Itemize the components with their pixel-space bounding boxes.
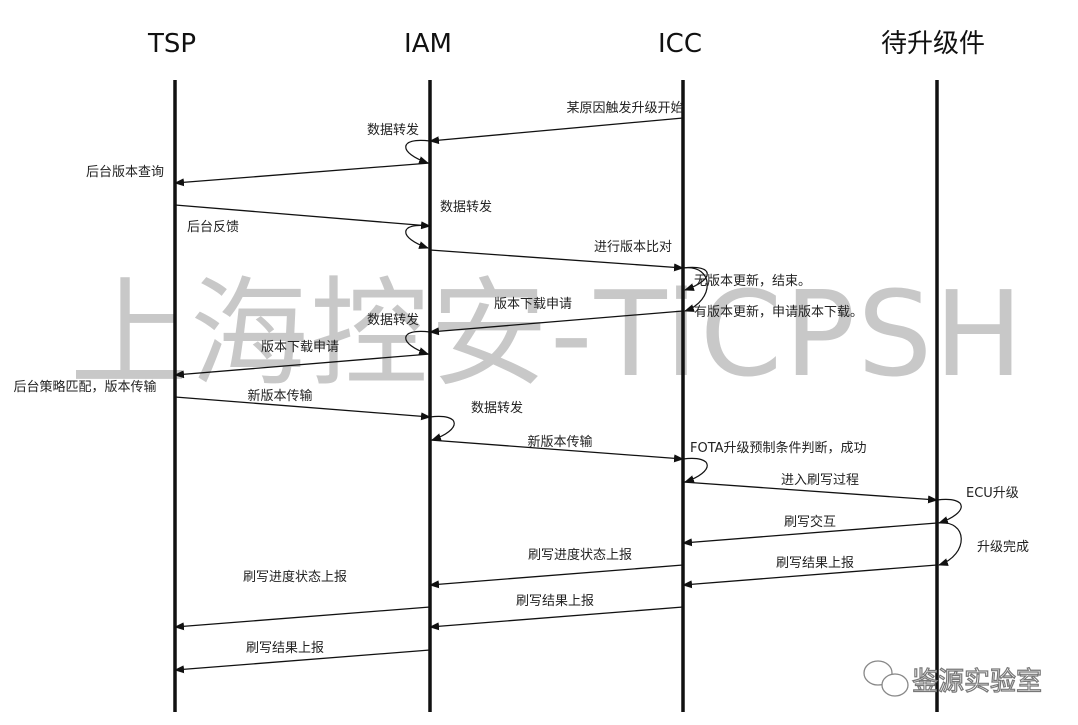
message-arrow — [174, 396, 431, 421]
message-label: 后台反馈 — [187, 220, 239, 235]
message-arrow: 进入刷写过程 — [682, 473, 938, 504]
message-label: 进入刷写过程 — [781, 473, 859, 488]
self-loop-arrow — [429, 415, 455, 441]
message-self: 升级完成 — [936, 522, 1029, 566]
message-label: 版本下载申请 — [261, 340, 339, 355]
actor-label: 待升级件 — [881, 29, 985, 59]
message-arrow: 后台版本查询 — [86, 162, 431, 187]
message-arrow: 新版本传输 — [429, 434, 684, 463]
message-arrow: 刷写结果上报 — [682, 556, 938, 589]
message-label: 刷写进度状态上报 — [243, 569, 347, 585]
message-self: 数据转发 — [405, 199, 492, 249]
message-arrow — [429, 564, 684, 589]
message-label: 某原因触发升级开始 — [566, 100, 683, 116]
message-label: 刷写交互 — [784, 514, 836, 530]
logo: 鉴源实验室 — [863, 660, 1043, 698]
message-arrow: 版本下载申请 — [174, 340, 431, 379]
message-label: 新版本传输 — [527, 434, 592, 450]
message-label: 后台策略匹配，版本传输 — [13, 379, 156, 395]
message-label: 数据转发 — [367, 122, 419, 138]
self-loop-arrow — [682, 457, 708, 483]
message-label: 数据转发 — [440, 199, 492, 215]
message-label: 刷写结果上报 — [246, 641, 324, 656]
message-arrow — [429, 439, 684, 463]
message-self: 数据转发 — [367, 122, 431, 164]
message-arrow: 刷写进度状态上报 — [174, 569, 431, 631]
logo-text: 鉴源实验室 — [912, 667, 1042, 697]
message-label: 有版本更新，申请版本下载。 — [694, 304, 863, 320]
message-label: 新版本传输 — [247, 388, 312, 404]
message-label: 刷写进度状态上报 — [528, 547, 632, 563]
message-arrow — [174, 162, 431, 187]
message-arrow: 新版本传输 — [174, 388, 431, 421]
self-loop-arrow — [682, 267, 708, 312]
message-self: 数据转发 — [367, 312, 431, 355]
message-arrow: 刷写交互 — [682, 514, 938, 547]
message-label: FOTA升级预制条件判断，成功 — [690, 440, 867, 456]
self-loop-arrow — [405, 139, 431, 164]
message-arrow — [682, 481, 938, 504]
message-arrow — [174, 606, 431, 631]
message-arrow — [682, 522, 938, 547]
self-loop-arrow — [405, 224, 431, 249]
message-label: ECU升级 — [966, 486, 1019, 501]
message-self: ECU升级 — [936, 486, 1019, 524]
message-arrow — [174, 204, 431, 230]
message-note: 后台策略匹配，版本传输 — [13, 379, 156, 395]
message-arrow: 刷写结果上报 — [429, 594, 684, 631]
message-arrow — [429, 249, 684, 272]
message-self: 有版本更新，申请版本下载。 — [682, 267, 863, 320]
message-arrow — [174, 353, 431, 379]
message-arrow: 进行版本比对 — [429, 240, 684, 272]
message-arrow — [429, 117, 684, 145]
message-arrow: 刷写结果上报 — [174, 641, 431, 674]
message-arrow: 版本下载申请 — [429, 297, 684, 336]
message-arrow — [682, 564, 938, 589]
message-label: 刷写结果上报 — [516, 594, 594, 609]
self-loop-arrow — [936, 522, 962, 566]
message-arrow — [429, 606, 684, 631]
message-label: 数据转发 — [471, 400, 523, 416]
message-arrow — [174, 649, 431, 674]
actor-label: TSP — [147, 29, 196, 59]
wechat-icon — [863, 660, 909, 697]
message-arrow: 后台反馈 — [174, 204, 431, 235]
watermark: 上海控安-TiCPSH — [70, 265, 1025, 403]
message-self: 数据转发 — [429, 400, 523, 441]
message-arrow — [429, 310, 684, 336]
message-label: 刷写结果上报 — [776, 556, 854, 571]
self-loop-arrow — [405, 330, 431, 355]
message-arrow: 刷写进度状态上报 — [429, 547, 684, 589]
message-label: 后台版本查询 — [86, 165, 164, 180]
self-loop-arrow — [936, 498, 962, 524]
message-self: FOTA升级预制条件判断，成功 — [682, 440, 867, 483]
message-label: 无版本更新，结束。 — [694, 273, 811, 289]
message-label: 升级完成 — [977, 540, 1029, 555]
message-label: 数据转发 — [367, 312, 419, 328]
message-label: 版本下载申请 — [494, 297, 572, 312]
message-arrow: 某原因触发升级开始 — [429, 100, 684, 145]
actor-label: ICC — [658, 29, 702, 59]
actor-label: IAM — [404, 29, 452, 59]
message-label: 进行版本比对 — [594, 240, 672, 255]
